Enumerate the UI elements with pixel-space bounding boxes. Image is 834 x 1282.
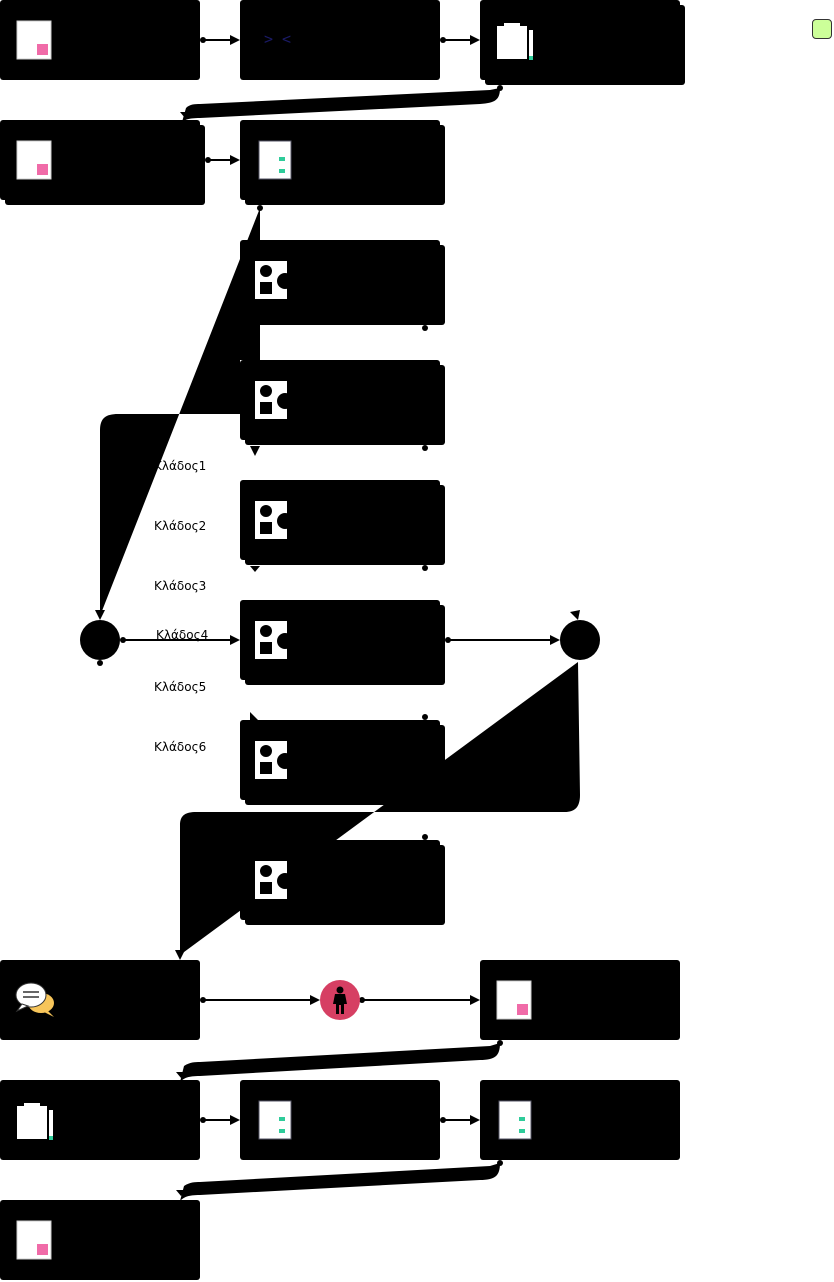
shapes-icon <box>255 501 293 539</box>
task-node-shapes-5[interactable] <box>240 720 445 805</box>
task-node-checklist-1[interactable] <box>240 120 445 205</box>
task-node-chat[interactable] <box>0 960 200 1040</box>
clipboard-icon <box>17 1103 53 1140</box>
branch-label-6: Κλάδος6 <box>154 740 207 754</box>
person-icon[interactable] <box>320 980 360 1020</box>
flow-wedges <box>100 88 580 1201</box>
branch-label-5: Κλάδος5 <box>154 680 207 694</box>
checklist-icon <box>258 1100 292 1140</box>
branch-label-2: Κλάδος2 <box>154 519 207 533</box>
code-icon: > < <box>264 30 292 48</box>
legend-swatch <box>812 19 832 39</box>
task-node-code[interactable]: > < <box>240 0 440 80</box>
task-node-clipboard-1[interactable] <box>480 0 685 85</box>
task-node-shapes-2[interactable] <box>240 360 445 445</box>
task-node-shapes-6[interactable] <box>240 840 445 925</box>
clipboard-icon <box>497 23 533 60</box>
shapes-icon <box>255 621 293 659</box>
split-gateway-icon[interactable] <box>80 620 120 660</box>
connectors <box>123 39 558 1121</box>
merge-gateway-icon[interactable] <box>560 620 600 660</box>
task-node-shapes-1[interactable] <box>240 240 445 325</box>
checklist-icon <box>258 140 292 180</box>
branch-label-4: Κλάδος4 <box>156 628 209 642</box>
branch-label-3: Κλάδος3 <box>154 579 207 593</box>
task-node-document-1[interactable] <box>0 0 200 80</box>
document-icon <box>16 1220 52 1260</box>
shapes-icon <box>255 741 293 779</box>
chat-icon <box>15 982 54 1017</box>
task-node-shapes-3[interactable] <box>240 480 445 565</box>
shapes-icon <box>255 861 293 899</box>
document-icon <box>16 20 52 60</box>
document-icon <box>496 980 532 1020</box>
task-node-shapes-4[interactable] <box>240 600 445 685</box>
task-node-checklist-2[interactable] <box>240 1080 440 1160</box>
document-icon <box>16 140 52 180</box>
task-node-checklist-3[interactable] <box>480 1080 680 1160</box>
checklist-icon <box>498 1100 532 1140</box>
task-node-document-2[interactable] <box>0 120 205 205</box>
task-node-clipboard-2[interactable] <box>0 1080 200 1160</box>
task-node-document-4[interactable] <box>0 1200 200 1280</box>
shapes-icon <box>255 381 293 419</box>
port-dots <box>97 37 503 1166</box>
arrowheads <box>95 35 580 1196</box>
shapes-icon <box>255 261 293 299</box>
branch-label-1: Κλάδος1 <box>154 459 207 473</box>
task-node-document-3[interactable] <box>480 960 680 1040</box>
